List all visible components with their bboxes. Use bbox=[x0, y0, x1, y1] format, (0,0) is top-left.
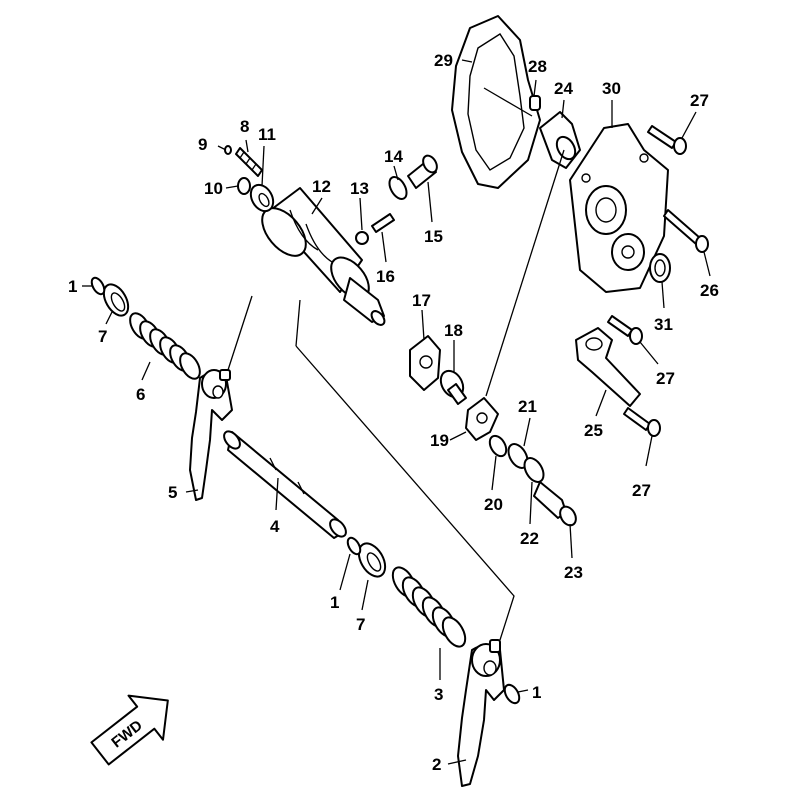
cam-bearing bbox=[439, 369, 467, 405]
callout-20: 20 bbox=[484, 495, 503, 514]
detent-pin-group bbox=[355, 154, 438, 245]
callout-1: 1 bbox=[532, 683, 541, 702]
callout-6: 6 bbox=[136, 385, 145, 404]
bolt-right bbox=[663, 209, 709, 253]
callout-26: 26 bbox=[700, 281, 719, 300]
callout-1: 1 bbox=[330, 593, 339, 612]
callout-28: 28 bbox=[528, 57, 547, 76]
callout-22: 22 bbox=[520, 529, 539, 548]
callout-18: 18 bbox=[444, 321, 463, 340]
fork-shaft bbox=[223, 430, 347, 539]
callout-30: 30 bbox=[602, 79, 621, 98]
detent-parts bbox=[224, 145, 275, 213]
collar-upper bbox=[102, 283, 130, 317]
shift-shaft-short bbox=[485, 111, 581, 397]
bolt-top bbox=[647, 125, 687, 155]
callout-labels: 1 7 6 5 4 1 7 3 1 2 9 8 11 10 12 13 14 1… bbox=[68, 51, 719, 774]
callout-13: 13 bbox=[350, 179, 369, 198]
callout-7: 7 bbox=[356, 615, 365, 634]
oil-seal bbox=[649, 253, 671, 283]
callout-31: 31 bbox=[654, 315, 673, 334]
forward-arrow-icon: FWD bbox=[90, 694, 169, 766]
assembly-leader-lines bbox=[227, 295, 515, 641]
callout-8: 8 bbox=[240, 117, 249, 136]
bolt-middle bbox=[607, 315, 643, 345]
circlip-lower-left bbox=[346, 536, 362, 556]
callout-16: 16 bbox=[376, 267, 395, 286]
gear-cover bbox=[569, 123, 669, 293]
callout-27: 27 bbox=[632, 481, 651, 500]
callout-14: 14 bbox=[384, 147, 403, 166]
callout-11: 11 bbox=[258, 125, 276, 144]
callout-leaders bbox=[82, 59, 711, 765]
shift-arm-assembly bbox=[465, 397, 577, 527]
shift-cam-plate bbox=[409, 335, 441, 391]
callout-7: 7 bbox=[98, 327, 107, 346]
circlip-upper bbox=[90, 276, 106, 296]
shift-fork-upper bbox=[189, 369, 233, 501]
callout-21: 21 bbox=[518, 397, 537, 416]
callout-23: 23 bbox=[564, 563, 583, 582]
callout-10: 10 bbox=[204, 179, 223, 198]
callout-1: 1 bbox=[68, 277, 77, 296]
callout-15: 15 bbox=[424, 227, 443, 246]
spring-lower bbox=[391, 566, 467, 648]
callout-3: 3 bbox=[434, 685, 443, 704]
callout-19: 19 bbox=[430, 431, 449, 450]
collar-lower bbox=[357, 542, 387, 578]
callout-5: 5 bbox=[168, 483, 177, 502]
callout-24: 24 bbox=[554, 79, 573, 98]
spring-upper bbox=[129, 312, 201, 380]
dowel-pin bbox=[529, 95, 541, 111]
callout-27: 27 bbox=[690, 91, 709, 110]
callout-25: 25 bbox=[584, 421, 603, 440]
callout-2: 2 bbox=[432, 755, 441, 774]
cover-gasket bbox=[451, 15, 541, 189]
callout-12: 12 bbox=[312, 177, 331, 196]
callout-17: 17 bbox=[412, 291, 431, 310]
callout-4: 4 bbox=[270, 517, 280, 536]
bolt-lower bbox=[623, 407, 661, 437]
shift-drum bbox=[261, 187, 386, 326]
shift-lever bbox=[575, 327, 641, 407]
callout-9: 9 bbox=[198, 135, 207, 154]
callout-27: 27 bbox=[656, 369, 675, 388]
circlip-lower-right bbox=[503, 683, 521, 705]
shift-fork-lower bbox=[457, 639, 505, 787]
callout-29: 29 bbox=[434, 51, 453, 70]
